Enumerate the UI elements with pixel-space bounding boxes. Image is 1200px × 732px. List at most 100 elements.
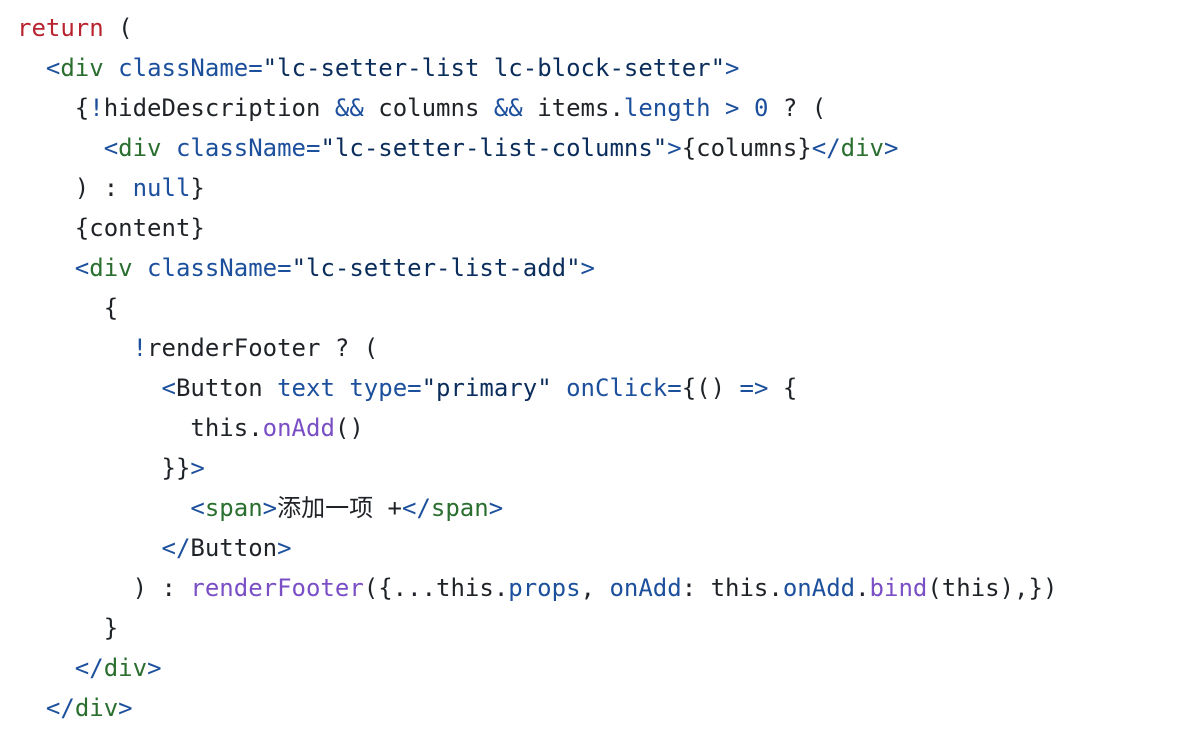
code-token: "lc-setter-list-add" [291,254,581,282]
code-line: {content} [17,208,1057,248]
code-token: "lc-setter-list-columns" [320,134,668,162]
code-token: > [147,654,162,682]
code-line: }}> [17,448,1057,488]
code-token: > [725,54,740,82]
code-token: } [17,614,119,642]
code-token: ? ( [768,94,827,122]
code-line: <div className="lc-setter-list-columns">… [17,128,1057,168]
code-token [17,374,162,402]
code-block: return ( <div className="lc-setter-list … [17,8,1057,728]
code-token: } [190,174,205,202]
code-token [17,494,190,522]
code-line: <Button text type="primary" onClick={() … [17,368,1057,408]
code-line: ) : renderFooter({...this.props, onAdd: … [17,568,1058,608]
code-line: </Button> [17,528,1057,568]
code-token: renderFooter [190,574,364,602]
code-token: "primary" [421,374,552,402]
code-token: < [190,494,205,522]
code-line: </div> [17,688,1057,728]
code-token: < [103,134,119,162]
code-line: { [17,288,1057,328]
code-token: ! [89,94,104,122]
code-line: {!hideDescription && columns && items.le… [17,88,1057,128]
code-token: columns [363,94,494,122]
code-token [17,54,46,82]
code-token: ( [103,14,133,42]
code-token: span [204,494,263,522]
code-token: onAdd [609,574,682,602]
code-line: return ( [17,8,1057,48]
code-token: && [493,94,523,122]
code-token: > 0 [710,94,769,122]
code-line: ) : null} [17,168,1057,208]
code-token [17,534,162,562]
code-token: hideDescription [103,94,335,122]
code-line: <span>添加一项 +</span> [17,488,1057,528]
code-token: onClick= [551,374,682,402]
code-token: < [74,254,90,282]
code-token: </ [74,654,104,682]
code-token: ) : [17,574,191,602]
code-token: > [580,254,595,282]
code-token: div [840,134,885,162]
code-token: < [45,54,61,82]
code-token: ! [132,334,148,362]
code-token: }} [17,454,191,482]
code-token: text type= [262,374,422,402]
code-token: onAdd [262,414,335,442]
code-line: this.onAdd() [17,408,1057,448]
code-token [17,334,133,362]
code-token: {content} [17,214,205,242]
code-token: ({...this. [363,574,509,602]
code-token: props [508,574,581,602]
code-token: { [768,374,798,402]
code-token: this. [17,414,263,442]
code-line: <div className="lc-setter-list lc-block-… [17,48,1057,88]
code-token: div [60,54,104,82]
code-token: > [190,454,205,482]
code-token: > [488,494,504,522]
code-token: div [103,654,148,682]
code-token: > [884,134,899,162]
code-token: </ [45,694,75,722]
code-line: </div> [17,648,1057,688]
code-token: > [277,534,292,562]
code-line: !renderFooter ? ( [17,328,1057,368]
code-token: (this),}) [927,574,1058,602]
code-token: Button [190,534,278,562]
code-token: . [855,574,870,602]
code-token: : this. [681,574,783,602]
code-token: length [623,94,711,122]
code-line: } [17,608,1057,648]
code-token: span [430,494,489,522]
code-token: () [334,414,364,442]
code-token: div [89,254,133,282]
code-token: { [17,94,90,122]
code-token: > [262,494,278,522]
code-token: "lc-setter-list lc-block-setter" [262,54,726,82]
code-token [17,694,46,722]
code-token: ) : [17,174,133,202]
code-token: </ [402,494,431,522]
code-token: 添加一项 + [277,494,402,522]
code-token: {() [681,374,740,402]
code-token: { [17,294,119,322]
code-token [17,134,104,162]
code-token: </ [811,134,841,162]
code-token: bind [869,574,928,602]
code-token: className= [132,254,292,282]
code-token: < [161,374,176,402]
code-token [17,654,75,682]
code-line: <div className="lc-setter-list-add"> [17,248,1057,288]
code-token: className= [103,54,263,82]
code-token: div [118,134,162,162]
code-token: onAdd [782,574,856,602]
code-token: > [667,134,682,162]
code-token: </ [161,534,191,562]
code-token: Button [175,374,263,402]
code-token: > [118,694,133,722]
code-token: renderFooter ? ( [147,334,379,362]
code-token: , [580,574,610,602]
code-token: && [334,94,364,122]
code-token: => [739,374,769,402]
